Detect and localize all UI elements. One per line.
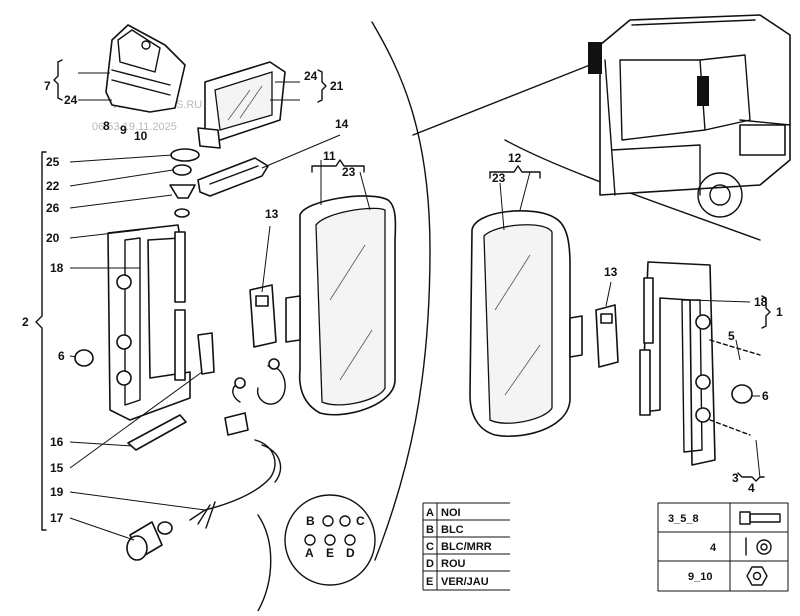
brace-group-1 bbox=[761, 295, 771, 329]
right-mirror-bracket bbox=[639, 261, 716, 466]
left-mirror-bracket bbox=[107, 224, 191, 421]
color-row-1-pin: B bbox=[426, 524, 434, 536]
callout-12: 12 bbox=[508, 151, 522, 165]
callout-22: 22 bbox=[46, 179, 60, 193]
mirror-switch-left bbox=[249, 284, 277, 348]
callout-24-mirror: 24 bbox=[304, 69, 318, 83]
leader-lines bbox=[69, 72, 760, 541]
color-row-1-color: BLC bbox=[441, 524, 464, 536]
callout-18-left: 18 bbox=[50, 261, 64, 275]
callout-10: 10 bbox=[134, 129, 148, 143]
callout-24: 24 bbox=[64, 93, 78, 107]
brace-group-7 bbox=[53, 59, 63, 101]
fastener-row-0-parts: 3_5_8 bbox=[668, 513, 699, 525]
truck-leader-left bbox=[412, 64, 591, 136]
callout-numbers: 7 24 8 9 10 24 21 14 25 22 26 20 18 2 6 … bbox=[22, 69, 783, 525]
callout-23-right: 23 bbox=[492, 171, 506, 185]
callout-4: 4 bbox=[748, 481, 755, 495]
large-mirror-right bbox=[469, 210, 583, 438]
washer-pin-icon bbox=[745, 537, 772, 556]
callout-8: 8 bbox=[103, 119, 110, 133]
callout-5: 5 bbox=[728, 329, 735, 343]
fastener-row-2-parts: 9_10 bbox=[688, 571, 712, 583]
truck-cab-illustration bbox=[588, 14, 791, 218]
pin-label-B: B bbox=[306, 514, 315, 528]
wiring-harness bbox=[189, 358, 286, 529]
callout-15: 15 bbox=[50, 461, 64, 475]
leader-4 bbox=[755, 439, 761, 479]
brace-group-12 bbox=[489, 165, 541, 179]
ring-part bbox=[174, 208, 190, 218]
cone-part bbox=[169, 184, 196, 199]
screw-axis-lower bbox=[709, 419, 751, 436]
callout-26: 26 bbox=[46, 201, 60, 215]
callout-6-left: 6 bbox=[58, 349, 65, 363]
sleeve-part bbox=[197, 332, 215, 375]
connector-pinout: B C A E D bbox=[284, 494, 376, 586]
callout-9: 9 bbox=[120, 123, 127, 137]
callout-14: 14 bbox=[335, 117, 349, 131]
separator-arc-left bbox=[371, 21, 431, 561]
brace-group-11 bbox=[311, 159, 365, 173]
callout-11: 11 bbox=[323, 149, 336, 163]
bracket-part bbox=[197, 157, 269, 197]
color-row-3-pin: D bbox=[426, 558, 434, 570]
callout-2: 2 bbox=[22, 315, 29, 329]
callout-19: 19 bbox=[50, 485, 64, 499]
mirror-head-assembly bbox=[105, 24, 186, 113]
pin-label-C: C bbox=[356, 514, 365, 528]
callout-16: 16 bbox=[50, 435, 64, 449]
bolt-icon bbox=[739, 511, 781, 525]
color-row-4-color: VER/JAU bbox=[441, 576, 489, 588]
watermark-date: 06:53 19.11.2025 bbox=[92, 121, 177, 133]
nut-part-right bbox=[731, 384, 753, 404]
callout-3: 3 bbox=[732, 471, 739, 485]
nut-icon bbox=[746, 566, 768, 586]
connector-separator bbox=[257, 514, 272, 612]
pin-label-D: D bbox=[346, 546, 355, 560]
large-mirror-left bbox=[285, 195, 397, 416]
color-row-3-color: ROU bbox=[441, 558, 466, 570]
wire-color-table: A NOI B BLC C BLC/MRR D ROU E VER/JAU bbox=[422, 502, 510, 591]
fastener-table: 3_5_8 4 9_10 bbox=[657, 502, 789, 592]
callout-25: 25 bbox=[46, 155, 60, 169]
callout-20: 20 bbox=[46, 231, 60, 245]
callout-1: 1 bbox=[776, 305, 783, 319]
spacer-part bbox=[172, 164, 192, 176]
callout-23-left: 23 bbox=[342, 165, 356, 179]
leader-5 bbox=[735, 339, 741, 361]
brace-group-21 bbox=[317, 69, 327, 103]
pin-label-E: E bbox=[326, 546, 334, 560]
callout-21: 21 bbox=[330, 79, 344, 93]
screw-axis-upper bbox=[709, 339, 761, 356]
washer-part bbox=[170, 148, 200, 162]
callout-13-right: 13 bbox=[604, 265, 618, 279]
brace-group-2 bbox=[35, 151, 47, 531]
clamp-part bbox=[127, 414, 187, 451]
electrical-connector bbox=[126, 521, 173, 561]
color-row-0-pin: A bbox=[426, 507, 434, 519]
callout-13-left: 13 bbox=[265, 207, 279, 221]
brace-group-3-4 bbox=[737, 472, 765, 482]
callout-17: 17 bbox=[50, 511, 64, 525]
callout-7: 7 bbox=[44, 79, 51, 93]
color-row-2-pin: C bbox=[426, 541, 434, 553]
pin-label-A: A bbox=[305, 546, 314, 560]
color-row-4-pin: E bbox=[426, 576, 433, 588]
callout-18-right: 18 bbox=[754, 295, 768, 309]
small-mirror bbox=[197, 61, 286, 149]
callout-6-right: 6 bbox=[762, 389, 769, 403]
nut-part-left bbox=[74, 349, 94, 367]
fastener-row-1-parts: 4 bbox=[710, 542, 717, 554]
color-row-0-color: NOI bbox=[441, 507, 461, 519]
color-row-2-color: BLC/MRR bbox=[441, 541, 492, 553]
